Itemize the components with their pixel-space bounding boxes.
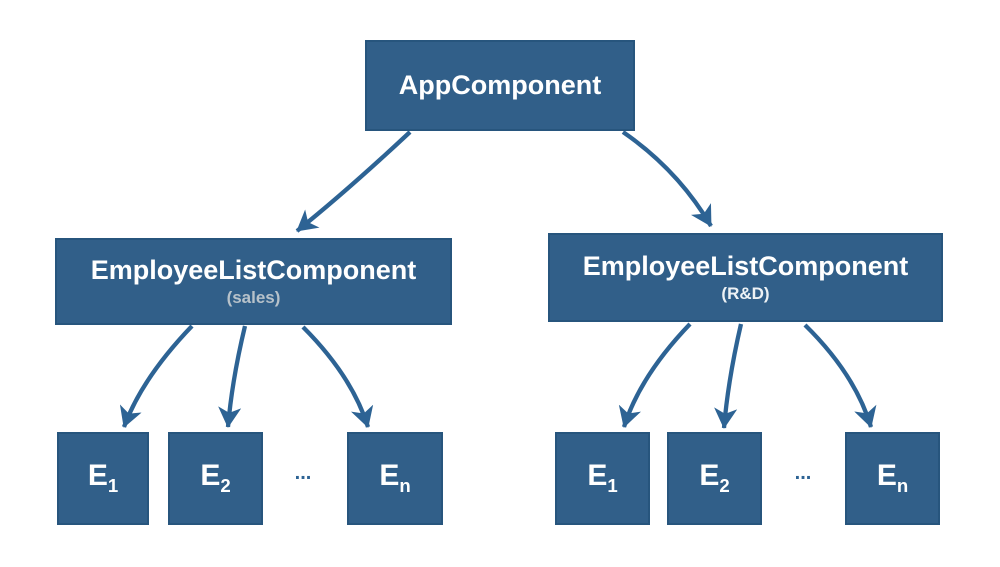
node-appcomponent: AppComponent [365,40,635,131]
node-employeelist-sales: EmployeeListComponent (sales) [55,238,452,325]
node-rnd-e2-label: E2 [699,459,730,497]
node-employeelist-rnd-label: EmployeeListComponent [582,250,909,281]
arrow-rnd-to-en [803,323,877,428]
node-rnd-e1: E1 [555,432,650,525]
sales-ellipsis: ... [294,462,312,484]
arrow-rnd-to-e2 [714,323,744,429]
arrow-sales-to-e1 [119,324,194,428]
node-sales-en-label: En [379,459,411,497]
arrow-sales-to-e2 [218,325,248,428]
node-sales-e1-label: E1 [87,459,119,497]
node-rnd-en: En [845,432,940,525]
node-sales-e2: E2 [168,432,263,525]
node-appcomponent-label: AppComponent [398,69,602,100]
node-sales-en: En [347,432,443,525]
arrow-sales-to-en [301,325,374,428]
node-sales-e2-label: E2 [200,459,231,497]
node-employeelist-sales-label: EmployeeListComponent [90,254,417,285]
arrow-app-to-sales-list [295,130,412,233]
node-rnd-en-label: En [876,459,909,497]
node-rnd-e1-label: E1 [587,459,618,497]
node-employeelist-rnd-sublabel: (R&D) [721,283,770,303]
arrow-app-to-rnd-list [621,130,713,228]
node-sales-e1: E1 [57,432,149,525]
rnd-ellipsis: ... [794,462,812,484]
node-employeelist-rnd: EmployeeListComponent (R&D) [548,233,943,322]
node-rnd-e2: E2 [667,432,762,525]
arrow-rnd-to-e1 [618,322,692,428]
node-employeelist-sales-sublabel: (sales) [226,287,281,307]
